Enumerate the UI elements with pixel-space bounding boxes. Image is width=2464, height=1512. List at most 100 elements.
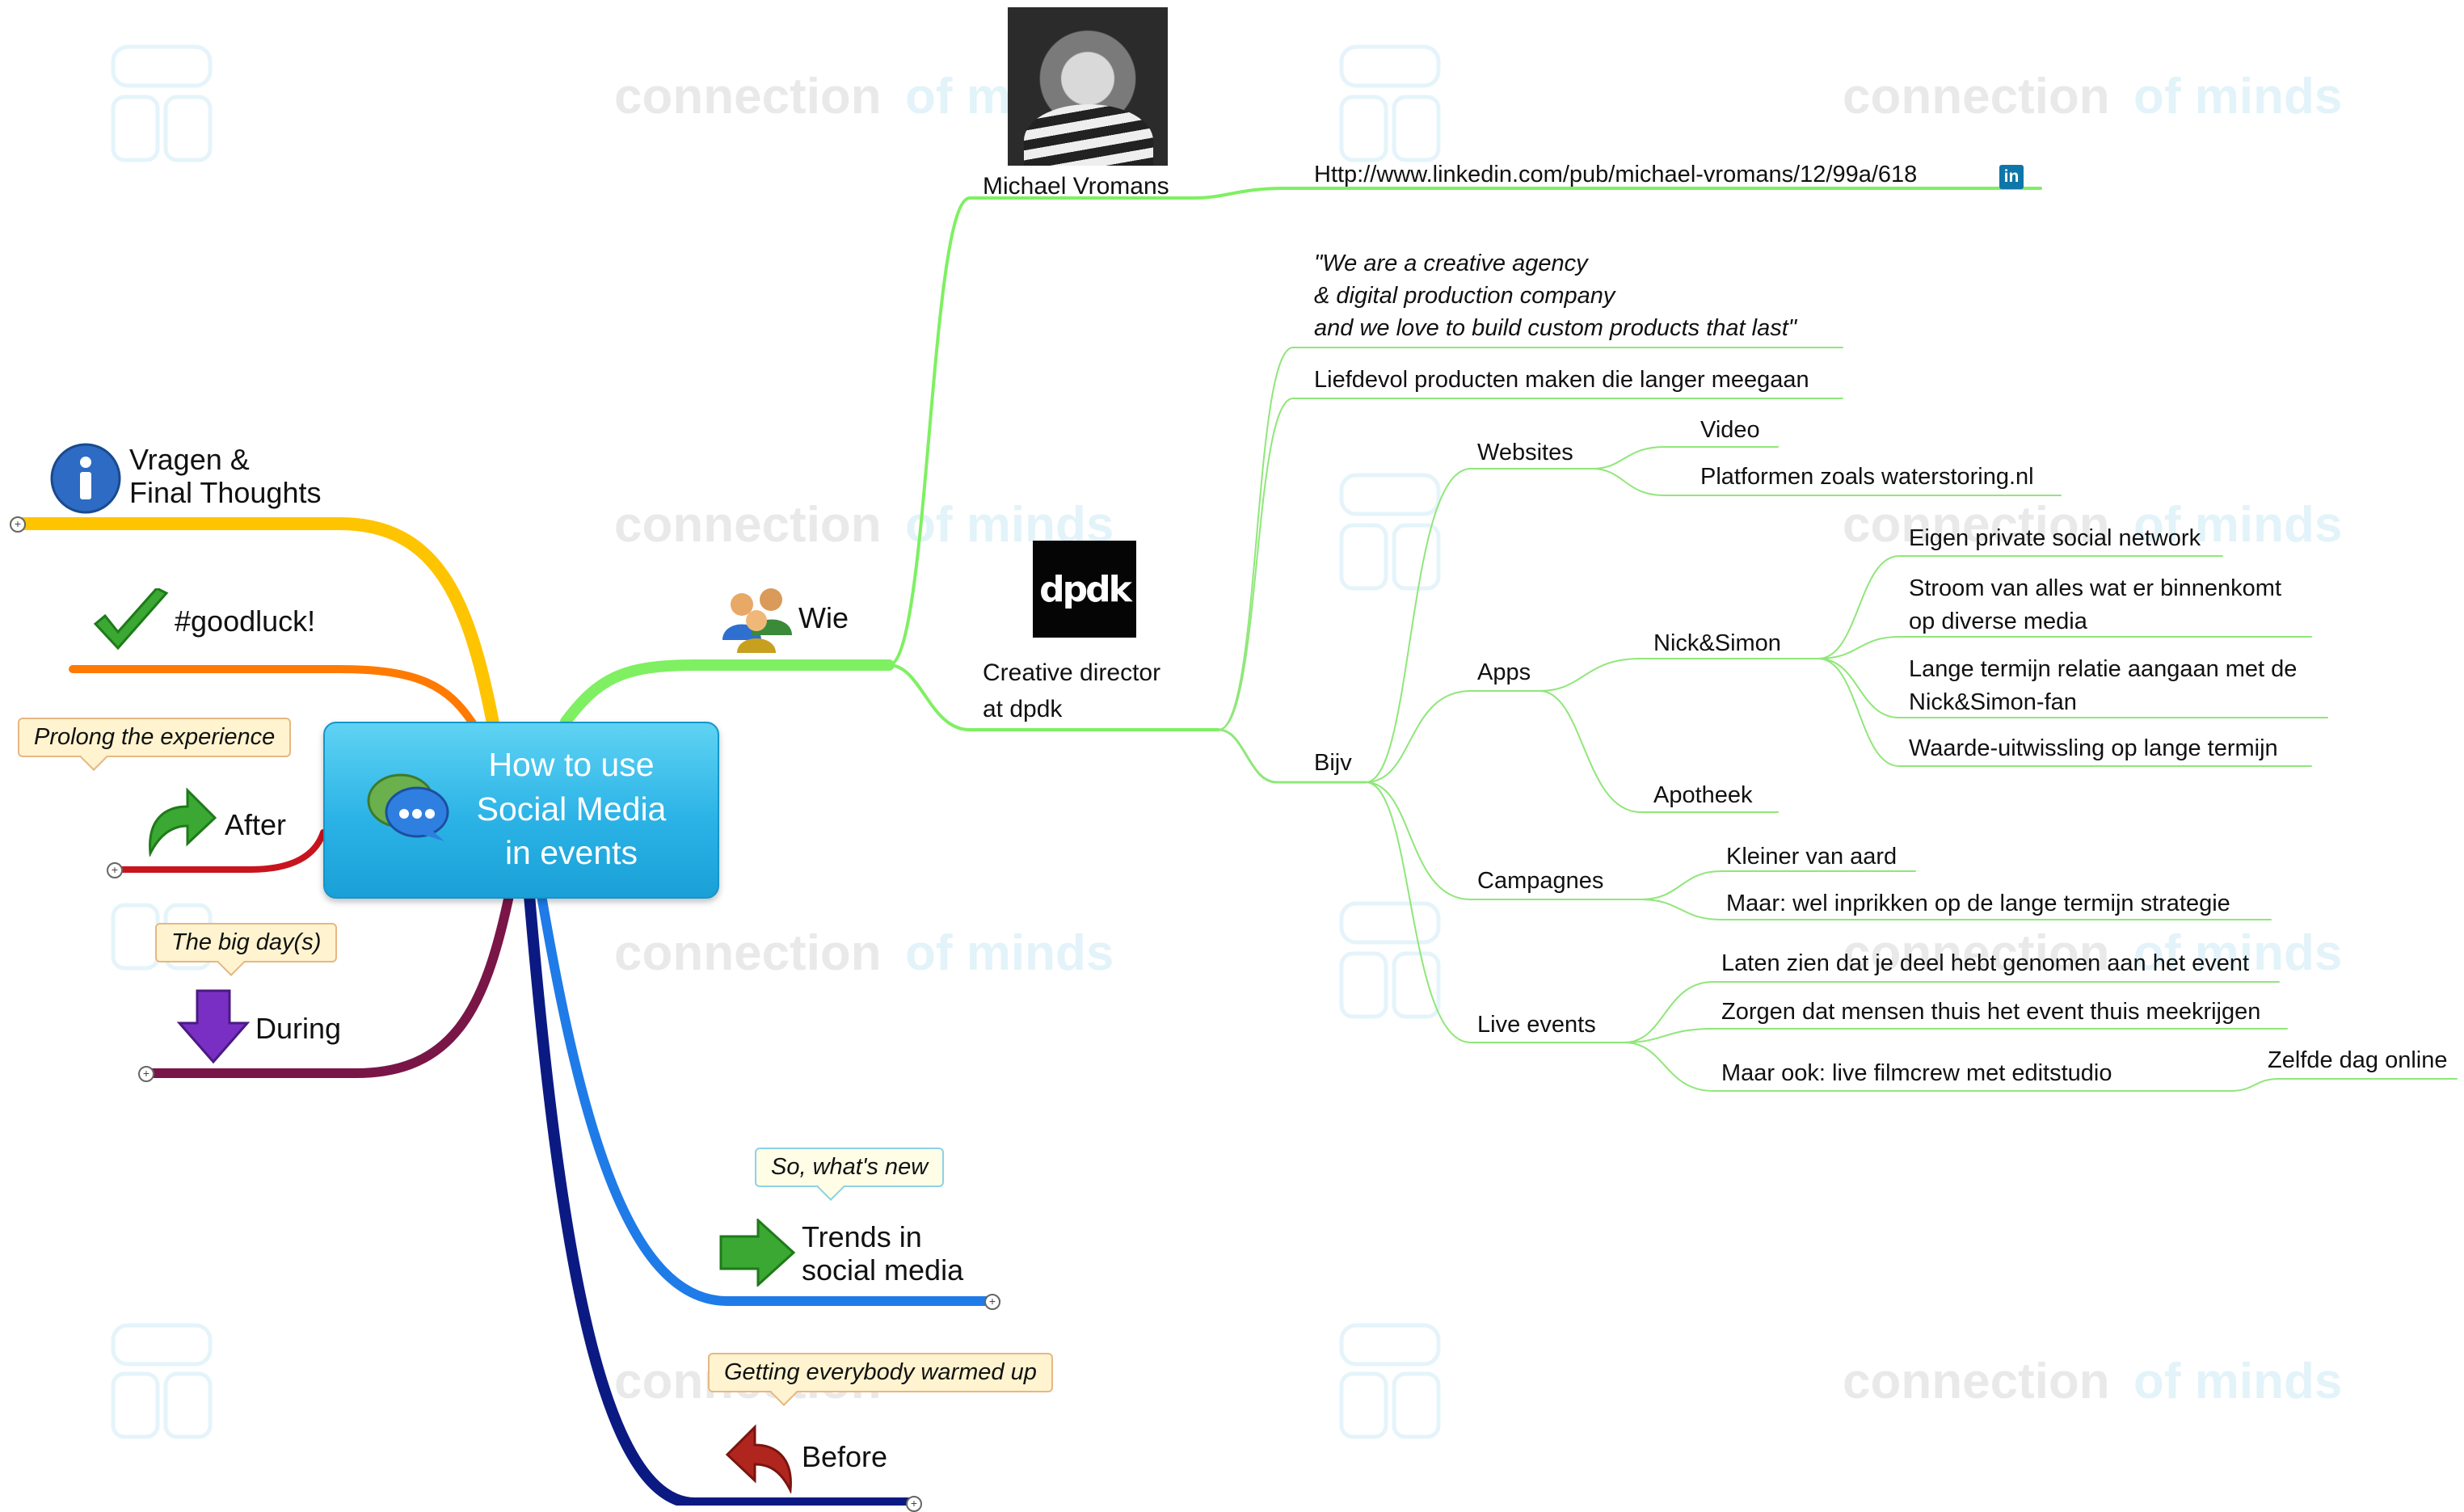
redo-arrow-icon: [149, 787, 217, 857]
link-websites-platform: [1591, 468, 2062, 496]
websites-item[interactable]: Video: [1700, 417, 1760, 443]
callout-big-day: The big day(s): [155, 923, 338, 962]
people-icon: [722, 588, 792, 653]
watermark-logos: [111, 44, 1441, 1439]
link-live-1: [1624, 981, 2280, 1043]
link-role-motto: [1218, 398, 1843, 731]
link-wie-role: [887, 663, 1220, 731]
role-title[interactable]: Creative director at dpdk: [983, 659, 1161, 722]
dpdk-logo: dpdk: [1033, 541, 1136, 638]
expand-trends-button[interactable]: +: [984, 1294, 1000, 1310]
chat-bubbles-icon: [367, 773, 449, 841]
link-bijv-websites: [1365, 468, 1593, 783]
live-events-subitem[interactable]: Zelfde dag online: [2268, 1047, 2448, 1073]
link-nick-2: [1817, 636, 2312, 659]
topic-nick-simon[interactable]: Nick&Simon: [1653, 630, 1781, 656]
profile-photo: [1008, 7, 1168, 166]
central-topic-title: How to use Social Media in events: [476, 746, 667, 872]
link-nick-3: [1817, 658, 2328, 718]
link-websites-video: [1591, 446, 1779, 470]
checkmark-icon: [93, 588, 169, 651]
person-name[interactable]: Michael Vromans: [983, 173, 1169, 200]
nick-simon-item[interactable]: Lange termijn relatie aangaan met de Nic…: [1909, 656, 2298, 715]
topic-vragen[interactable]: Vragen & Final Thoughts: [129, 443, 322, 510]
link-bijv-live: [1365, 781, 1625, 1043]
link-camp-1: [1640, 870, 1916, 900]
topic-wie[interactable]: Wie: [798, 601, 849, 634]
expand-before-button[interactable]: +: [906, 1496, 922, 1512]
linkedin-icon[interactable]: in: [1999, 165, 2024, 189]
link-nick-1: [1817, 555, 2223, 659]
down-arrow-icon: [176, 989, 251, 1063]
link-person-linkedin: [1190, 187, 2042, 200]
watermark-tile-6: connection of minds: [1843, 925, 2342, 981]
link-live-2: [1624, 1028, 2288, 1043]
link-role-quote: [1218, 347, 1843, 731]
link-nick-4: [1817, 658, 2312, 767]
expand-after-button[interactable]: +: [107, 862, 123, 878]
topic-apps[interactable]: Apps: [1477, 659, 1531, 685]
branch-before: [524, 890, 919, 1506]
link-bijv-apps: [1365, 690, 1540, 783]
topic-apotheek[interactable]: Apotheek: [1653, 782, 1753, 808]
websites-item[interactable]: Platformen zoals waterstoring.nl: [1700, 464, 2034, 490]
expand-during-button[interactable]: +: [138, 1066, 154, 1082]
watermark-text: connection: [614, 925, 882, 981]
topic-goodluck[interactable]: #goodluck!: [175, 604, 316, 638]
linkedin-url[interactable]: Http://www.linkedin.com/pub/michael-vrom…: [1314, 162, 1918, 187]
link-wie-person: [887, 196, 1194, 667]
watermark-text: connection: [1843, 925, 2110, 981]
branch-wie: [560, 659, 895, 727]
info-icon: [50, 443, 121, 514]
central-topic[interactable]: How to use Social Media in events: [323, 722, 719, 899]
link-apps-nick: [1539, 658, 1819, 692]
photo-detail: [1024, 104, 1153, 166]
topic-trends[interactable]: Trends in social media: [802, 1220, 964, 1287]
watermark-tile-3: connection of minds: [614, 497, 1114, 553]
watermark-text: connection: [1843, 69, 2110, 124]
campagnes-item[interactable]: Kleiner van aard: [1726, 844, 1897, 870]
watermark-text: of minds: [2133, 497, 2342, 553]
live-events-item[interactable]: Laten zien dat je deel hebt genomen aan …: [1721, 950, 2250, 976]
branch-after: [110, 829, 326, 873]
nick-simon-item[interactable]: Waarde-uitwissling op lange termijn: [1909, 735, 2278, 761]
watermark-text: of minds: [2133, 1354, 2342, 1409]
callout-prolong: Prolong the experience: [18, 718, 292, 757]
branch-goodluck: [69, 665, 477, 727]
watermark-text: of minds: [2133, 925, 2342, 981]
watermark-text: connection: [614, 497, 882, 553]
branch-trends: [537, 891, 1000, 1306]
topic-after[interactable]: After: [225, 808, 287, 841]
live-events-item[interactable]: Zorgen dat mensen thuis het event thuis …: [1721, 999, 2261, 1025]
watermark-tile-2: connection of minds: [1843, 69, 2342, 124]
expand-vragen-button[interactable]: +: [10, 516, 26, 533]
company-quote[interactable]: "We are a creative agency & digital prod…: [1314, 251, 1797, 342]
watermark-tile-5: connection of minds: [614, 925, 1114, 981]
branch-during: [141, 891, 514, 1078]
watermark-text: of minds: [905, 925, 1114, 981]
link-apps-apotheek: [1539, 690, 1779, 813]
link-live-3: [1624, 1042, 2231, 1092]
company-motto[interactable]: Liefdevol producten maken die langer mee…: [1314, 367, 1809, 393]
nick-simon-item[interactable]: Eigen private social network: [1909, 525, 2201, 551]
right-arrow-icon: [719, 1219, 795, 1287]
topic-campagnes[interactable]: Campagnes: [1477, 868, 1604, 894]
topic-live-events[interactable]: Live events: [1477, 1012, 1596, 1038]
topic-before[interactable]: Before: [802, 1440, 888, 1473]
undo-arrow-icon: [725, 1424, 792, 1493]
topic-bijv[interactable]: Bijv: [1314, 750, 1352, 776]
nick-simon-item[interactable]: Stroom van alles wat er binnenkomt op di…: [1909, 575, 2281, 634]
live-events-item[interactable]: Maar ook: live filmcrew met editstudio: [1721, 1060, 2112, 1086]
topic-during[interactable]: During: [255, 1012, 342, 1045]
topic-websites[interactable]: Websites: [1477, 440, 1573, 465]
callout-whats-new: So, what's new: [755, 1148, 945, 1187]
link-camp-2: [1640, 899, 2272, 920]
link-live-3-sub: [2230, 1078, 2458, 1092]
link-role-bijv: [1217, 728, 1367, 784]
link-bijv-campagnes: [1365, 781, 1641, 900]
watermark-text: connection: [1843, 497, 2110, 553]
watermark-text: connection: [614, 69, 882, 124]
campagnes-item[interactable]: Maar: wel inprikken op de lange termijn …: [1726, 891, 2230, 916]
